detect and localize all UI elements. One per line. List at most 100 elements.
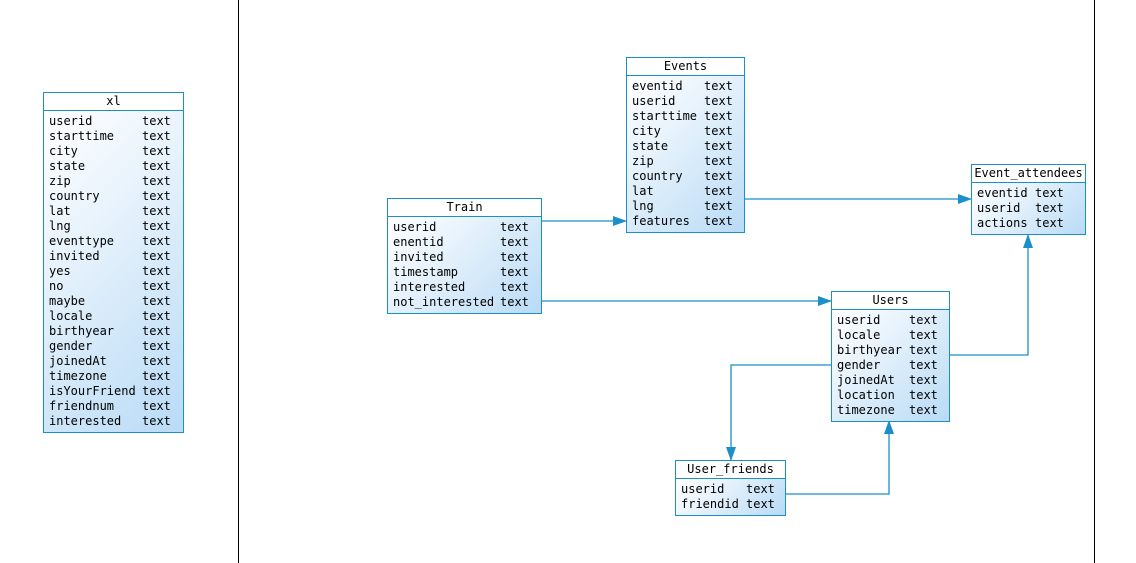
table-column-row[interactable]: country text xyxy=(44,189,183,204)
column-name: userid xyxy=(837,313,881,327)
column-name: lat xyxy=(49,204,71,218)
column-name: gender xyxy=(837,358,881,372)
column-type: text xyxy=(142,264,171,278)
table-column-row[interactable]: location text xyxy=(832,388,949,403)
column-name: timestamp xyxy=(393,265,459,279)
right-divider-line xyxy=(1094,0,1095,563)
column-name: locale xyxy=(49,309,93,323)
column-type: text xyxy=(909,388,938,402)
column-type: text xyxy=(704,109,733,123)
table-column-row[interactable]: eventid text xyxy=(627,79,744,94)
column-type: text xyxy=(704,199,733,213)
column-name: lng xyxy=(49,219,71,233)
column-type: text xyxy=(1035,186,1064,200)
column-type: text xyxy=(704,79,733,93)
column-name: zip xyxy=(49,174,71,188)
column-type: text xyxy=(142,294,171,308)
edge-users-to-event-attendees xyxy=(949,234,1033,356)
column-name: location xyxy=(837,388,895,402)
column-type: text xyxy=(500,250,529,264)
table-column-row[interactable]: maybe text xyxy=(44,294,183,309)
column-type: text xyxy=(909,358,938,372)
column-name: city xyxy=(632,124,661,138)
column-name: interested xyxy=(49,414,122,428)
table-column-row[interactable]: yes text xyxy=(44,264,183,279)
column-type: text xyxy=(746,497,775,511)
column-name: country xyxy=(49,189,100,203)
column-name: userid xyxy=(632,94,676,108)
column-type: text xyxy=(142,144,171,158)
column-name: yes xyxy=(49,264,71,278)
column-type: text xyxy=(142,324,171,338)
column-name: eventid xyxy=(632,79,683,93)
column-type: text xyxy=(142,369,171,383)
column-type: text xyxy=(500,220,529,234)
column-name: state xyxy=(632,139,669,153)
column-name: isYourFriend xyxy=(49,384,136,398)
column-name: enentid xyxy=(393,235,444,249)
column-name: maybe xyxy=(49,294,86,308)
column-name: starttime xyxy=(49,129,115,143)
column-name: userid xyxy=(977,201,1021,215)
column-name: joinedAt xyxy=(837,373,895,387)
column-name: state xyxy=(49,159,86,173)
column-name: no xyxy=(49,279,64,293)
table-column-row[interactable]: gender text xyxy=(832,358,949,373)
column-type: text xyxy=(142,189,171,203)
